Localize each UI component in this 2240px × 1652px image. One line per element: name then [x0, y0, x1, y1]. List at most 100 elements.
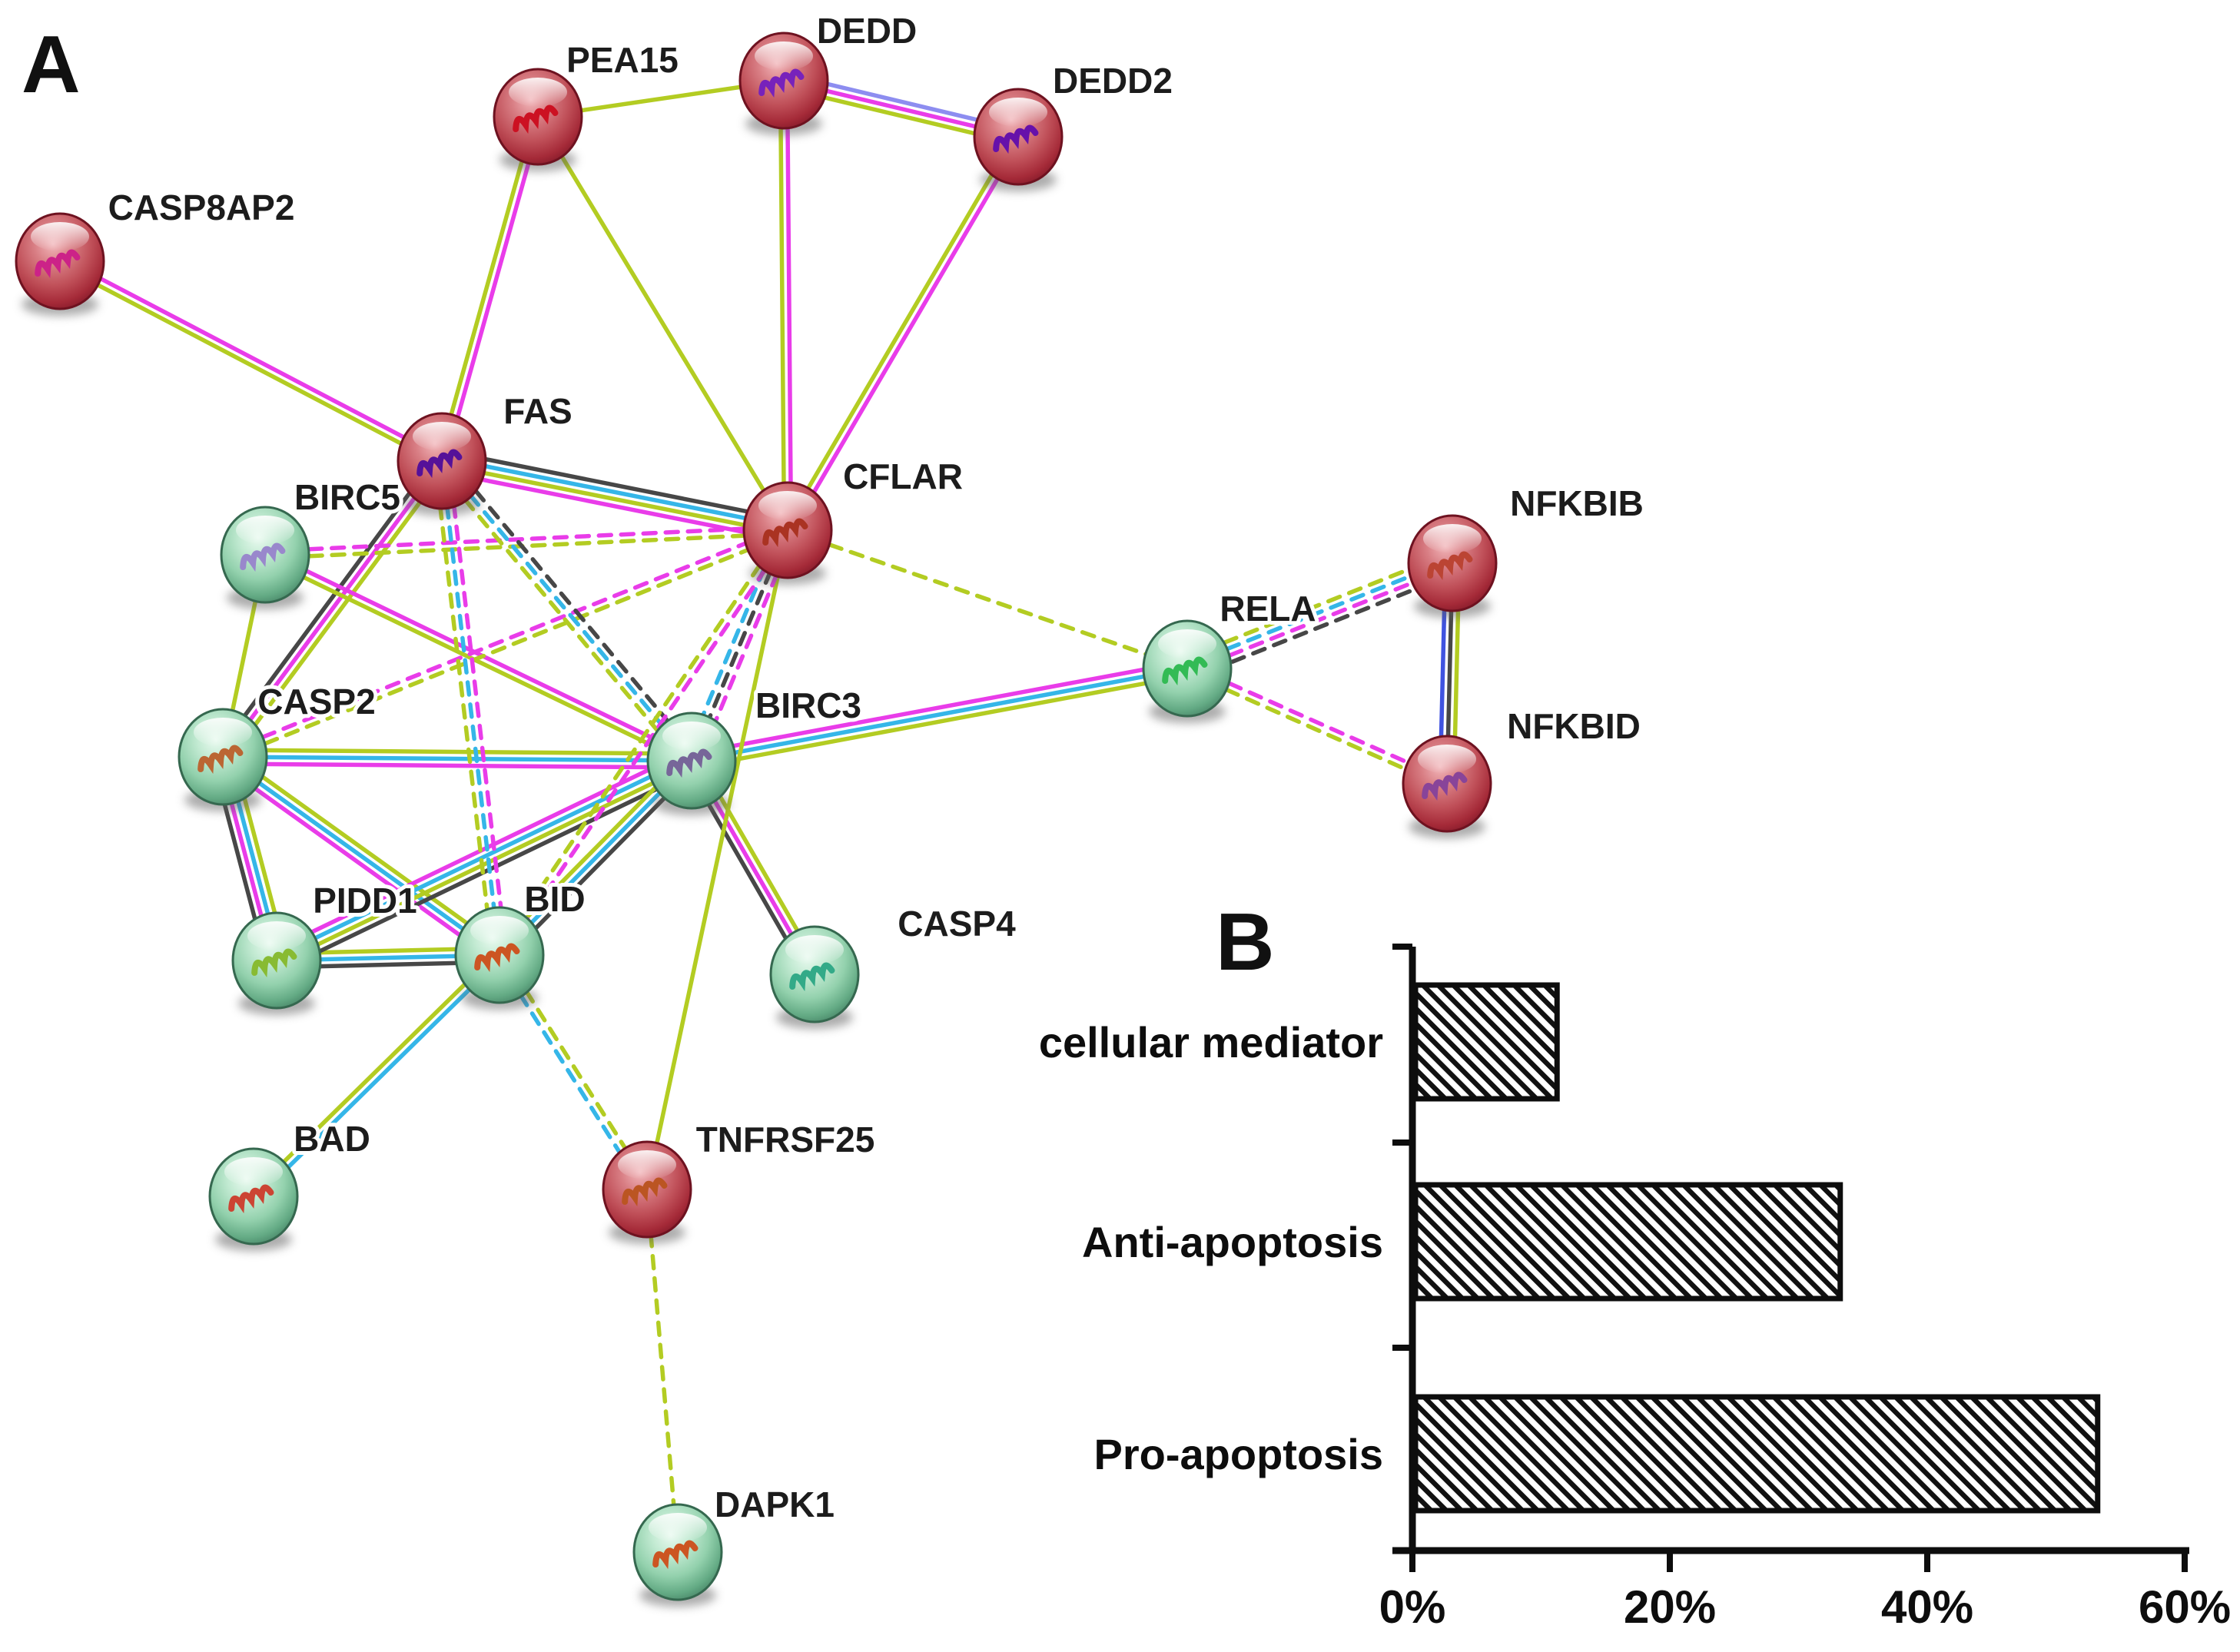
node-gloss-RELA [1158, 629, 1216, 658]
protein-structure-icon [666, 748, 712, 778]
edge-FAS-CFLAR-black [441, 449, 792, 522]
node-RELA [1142, 619, 1233, 723]
node-label-FAS: FAS [503, 391, 572, 431]
node-BAD [208, 1147, 299, 1251]
category-label-cellular mediator: cellular mediator [1039, 1018, 1383, 1067]
protein-structure-icon [197, 745, 244, 775]
edge-CFLAR-BID-green [494, 526, 788, 956]
edge-CASP2-BID-green [224, 748, 506, 952]
edge-CASP2-BIRC3-magenta [221, 761, 694, 770]
category-label-Anti-apoptosis: Anti-apoptosis [1082, 1218, 1383, 1266]
node-CASP2 [178, 708, 268, 811]
node-BIRC5 [220, 506, 310, 609]
edge-BIRC5-CFLAR-magenta [263, 524, 790, 554]
edge-CASP2-BID-cyan [221, 755, 502, 957]
edge-FAS-BIRC3-cyan [440, 459, 694, 763]
bar-Anti-apoptosis [1412, 1182, 1843, 1302]
node-gloss-BIRC5 [236, 516, 294, 545]
edge-CASP2-BIRC3-green [221, 748, 694, 756]
protein-structure-icon [652, 1540, 699, 1570]
edge-PIDD1-BIRC3-cyan [273, 755, 692, 960]
node-label-CASP4: CASP4 [898, 904, 1016, 944]
edge-FAS-CFLAR-magenta [437, 469, 788, 542]
node-FAS [397, 412, 487, 516]
edge-TNFRSF25-DAPK1-green [645, 1187, 680, 1554]
node-label-RELA: RELA [1220, 589, 1316, 629]
edge-FAS-CFLAR-cyan [440, 455, 791, 529]
edge-BIRC3-RELA-cyan [689, 666, 1190, 763]
edge-BID-BAD-green [249, 950, 499, 1196]
edge-PEA15-FAS-magenta [443, 115, 544, 464]
protein-structure-icon [513, 104, 559, 134]
network-edges-layer [56, 71, 1462, 1554]
node-label-CASP8AP2: CASP8AP2 [108, 187, 295, 227]
protein-structure-icon [1162, 656, 1208, 686]
node-label-DAPK1: DAPK1 [715, 1484, 835, 1524]
edge-RELA-NFKBIB-cyan [1183, 558, 1454, 668]
protein-structure-icon [35, 249, 81, 279]
node-gloss-FAS [413, 422, 471, 451]
node-BIRC3 [646, 712, 737, 815]
category-label-Pro-apoptosis: Pro-apoptosis [1094, 1430, 1383, 1478]
edge-CASP8AP2-FAS-green [56, 262, 443, 466]
node-label-BID: BID [524, 879, 585, 919]
edge-BIRC5-CFLAR-green [263, 531, 790, 561]
node-PIDD1 [231, 911, 322, 1015]
protein-structure-icon [251, 948, 297, 978]
edge-PIDD1-BIRC3-green [276, 761, 695, 966]
panel-b-label: B [1216, 897, 1275, 987]
node-gloss-BID [470, 916, 529, 945]
node-DEDD2 [973, 88, 1064, 191]
edge-PEA15-CFLAR-green [536, 114, 790, 532]
node-gloss-PIDD1 [247, 921, 306, 950]
edge-BIRC5-BIRC3-magenta [264, 549, 695, 760]
protein-structure-icon [762, 518, 808, 548]
edge-CASP2-BID-magenta [217, 760, 498, 964]
node-gloss-BAD [224, 1157, 283, 1186]
node-label-PIDD1: PIDD1 [313, 881, 416, 921]
edge-FAS-BID-cyan [440, 459, 502, 957]
x-tick-label-1: 20% [1624, 1581, 1716, 1633]
edge-DEDD2-CFLAR-magenta [788, 136, 1024, 535]
node-label-BAD: BAD [294, 1119, 370, 1159]
panel-a-label: A [22, 19, 81, 110]
node-label-BIRC5: BIRC5 [294, 477, 400, 517]
protein-structure-icon [416, 449, 463, 479]
edge-DEDD-CFLAR-magenta [785, 78, 794, 532]
node-gloss-DEDD [755, 41, 813, 71]
node-label-DEDD: DEDD [817, 11, 917, 51]
node-CFLAR [742, 481, 833, 585]
node-NFKBIB [1407, 514, 1498, 618]
node-label-DEDD2: DEDD2 [1053, 61, 1173, 101]
edge-CFLAR-TNFRSF25-green [645, 528, 790, 1192]
protein-structure-icon [993, 124, 1039, 154]
edge-CASP2-CFLAR-magenta [219, 525, 789, 756]
edge-CFLAR-RELA-green [785, 528, 1190, 671]
node-gloss-PEA15 [509, 78, 567, 107]
protein-structure-icon [240, 542, 286, 572]
node-label-TNFRSF25: TNFRSF25 [696, 1120, 875, 1159]
protein-structure-icon [758, 68, 805, 98]
node-label-PEA15: PEA15 [566, 40, 679, 80]
node-PEA15 [493, 68, 583, 171]
node-gloss-NFKBIB [1423, 524, 1482, 553]
edge-FAS-BIRC3-green [434, 463, 689, 768]
edge-FAS-CFLAR-green [439, 462, 789, 536]
edge-BIRC3-RELA-magenta [688, 659, 1189, 756]
node-label-CFLAR: CFLAR [843, 456, 963, 496]
protein-structure-icon [789, 962, 835, 992]
edge-CASP2-CFLAR-green [221, 531, 791, 762]
node-gloss-BIRC3 [662, 722, 721, 751]
bar-Pro-apoptosis [1412, 1394, 2101, 1514]
edge-PEA15-FAS-green [436, 114, 537, 463]
node-DAPK1 [632, 1503, 723, 1607]
node-gloss-DEDD2 [989, 98, 1047, 127]
edge-BIRC3-RELA-green [690, 673, 1191, 770]
node-label-NFKBID: NFKBID [1507, 706, 1641, 746]
protein-structure-icon [474, 943, 520, 973]
edge-DEDD-CFLAR-green [778, 78, 787, 532]
edge-RELA-NFKBIB-black [1189, 570, 1458, 681]
edge-FAS-BIRC3-black [445, 454, 699, 758]
